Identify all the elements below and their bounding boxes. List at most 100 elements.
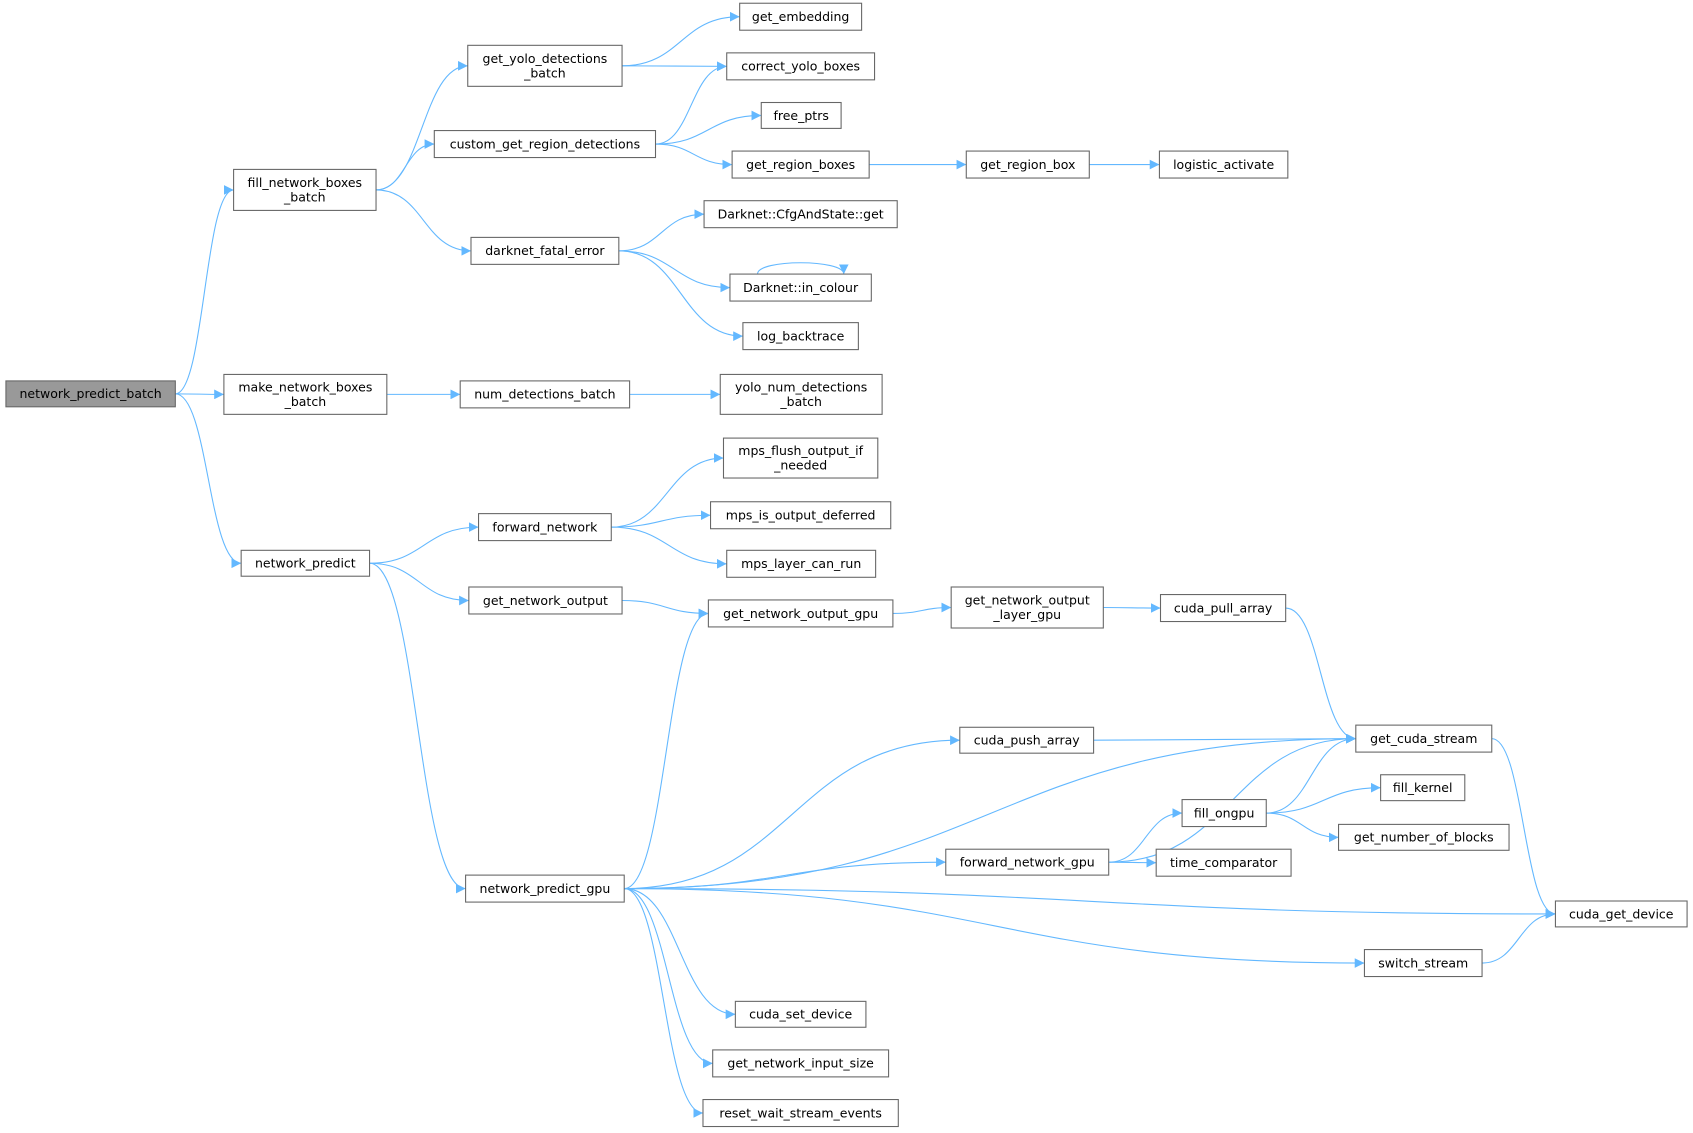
node-mps_layer_can_run[interactable]: mps_layer_can_run: [726, 549, 877, 578]
node-label: get_network_output: [483, 593, 608, 608]
edge-forward_network_gpu-to-fill_ongpu: [1108, 808, 1183, 863]
node-mps_flush_output_if_needed[interactable]: mps_flush_output_if_needed: [722, 437, 879, 479]
node-box: [710, 501, 892, 530]
node-label: get_region_box: [980, 157, 1075, 172]
node-label: get_number_of_blocks: [1354, 830, 1494, 845]
node-custom_get_region_detections[interactable]: custom_get_region_detections: [433, 130, 657, 159]
node-box: [470, 236, 620, 265]
node-free_ptrs[interactable]: free_ptrs: [760, 101, 842, 129]
edge-get_yolo_detections_batch-to-correct_yolo_boxes: [622, 61, 727, 72]
edge-fill_ongpu-to-get_cuda_stream: [1266, 733, 1356, 814]
node-box: [1155, 848, 1292, 877]
node-log_backtrace[interactable]: log_backtrace: [742, 322, 859, 351]
edges-layer: [175, 11, 1556, 1118]
node-cuda_set_device[interactable]: cuda_set_device: [734, 1000, 867, 1028]
node-forward_network_gpu[interactable]: forward_network_gpu: [945, 848, 1110, 876]
node-time_comparator[interactable]: time_comparator: [1155, 848, 1292, 877]
node-get_region_boxes[interactable]: get_region_boxes: [731, 150, 870, 179]
edge-forward_network-to-mps_is_output_deferred: [611, 510, 711, 528]
node-correct_yolo_boxes[interactable]: correct_yolo_boxes: [726, 52, 876, 81]
node-box: [1554, 900, 1688, 928]
node-get_network_output[interactable]: get_network_output: [468, 586, 623, 615]
node-box: [1158, 150, 1289, 179]
node-label: get_embedding: [752, 9, 849, 24]
node-box: [742, 322, 859, 351]
node-label: fill_network_boxes: [248, 175, 363, 190]
node-label: _needed: [773, 458, 827, 473]
node-get_yolo_detections_batch[interactable]: get_yolo_detections_batch: [467, 44, 623, 87]
node-label: get_cuda_stream: [1370, 731, 1477, 746]
edge-get_yolo_detections_batch-to-get_embedding: [622, 11, 740, 67]
node-label: cuda_push_array: [974, 733, 1081, 748]
node-label: log_backtrace: [757, 328, 845, 343]
node-yolo_num_detections_batch[interactable]: yolo_num_detections_batch: [719, 373, 883, 415]
node-cuda_pull_array[interactable]: cuda_pull_array: [1159, 594, 1287, 623]
node-label: free_ptrs: [773, 108, 828, 123]
node-label: network_predict_gpu: [480, 881, 611, 896]
edge-network_predict_gpu-to-switch_stream: [624, 888, 1365, 968]
edge-forward_network-to-mps_flush_output_if_needed: [611, 453, 724, 528]
node-box: [233, 168, 377, 211]
node-label: switch_stream: [1378, 955, 1468, 970]
node-in_colour[interactable]: Darknet::in_colour: [729, 273, 872, 302]
node-label: cuda_set_device: [749, 1007, 852, 1022]
edge-network_predict_gpu-to-forward_network_gpu: [624, 857, 946, 890]
node-network_predict_batch[interactable]: network_predict_batch: [5, 380, 176, 408]
node-box: [468, 586, 623, 615]
edge-darknet_fatal_error-to-in_colour: [618, 250, 730, 293]
node-box: [945, 848, 1110, 876]
edge-fill_network_boxes_batch-to-custom_get_region_detections: [376, 139, 435, 191]
node-fill_ongpu[interactable]: fill_ongpu: [1181, 799, 1267, 828]
node-switch_stream[interactable]: switch_stream: [1363, 949, 1483, 978]
node-get_cuda_stream[interactable]: get_cuda_stream: [1355, 724, 1493, 753]
node-reset_wait_stream_events[interactable]: reset_wait_stream_events: [702, 1099, 899, 1128]
node-get_number_of_blocks[interactable]: get_number_of_blocks: [1338, 823, 1510, 851]
node-label: logistic_activate: [1173, 157, 1274, 172]
node-logistic_activate[interactable]: logistic_activate: [1158, 150, 1289, 179]
edge-network_predict_gpu-to-get_cuda_stream: [624, 733, 1356, 890]
node-get_region_box[interactable]: get_region_box: [965, 150, 1090, 179]
edge-get_network_output_layer_gpu-to-cuda_pull_array: [1103, 603, 1161, 613]
node-fill_kernel[interactable]: fill_kernel: [1380, 774, 1466, 802]
node-cfgandstate_get[interactable]: Darknet::CfgAndState::get: [703, 200, 898, 229]
node-label: make_network_boxes: [238, 379, 372, 394]
node-label: get_region_boxes: [746, 157, 855, 172]
node-num_detections_batch[interactable]: num_detections_batch: [459, 380, 631, 409]
node-mps_is_output_deferred[interactable]: mps_is_output_deferred: [710, 501, 892, 530]
node-box: [223, 373, 388, 415]
node-get_network_input_size[interactable]: get_network_input_size: [712, 1049, 890, 1078]
node-box: [726, 52, 876, 81]
node-box: [459, 380, 631, 409]
node-darknet_fatal_error[interactable]: darknet_fatal_error: [470, 236, 620, 265]
node-get_network_output_gpu[interactable]: get_network_output_gpu: [707, 599, 894, 628]
node-label: get_network_output_gpu: [723, 606, 878, 621]
edge-darknet_fatal_error-to-cfgandstate_get: [618, 209, 705, 252]
node-box: [1380, 774, 1466, 802]
node-box: [240, 549, 371, 577]
edge-darknet_fatal_error-to-log_backtrace: [618, 250, 743, 341]
edge-network_predict-to-forward_network: [369, 522, 479, 564]
node-label: time_comparator: [1170, 855, 1278, 870]
node-get_network_output_layer_gpu[interactable]: get_network_output_layer_gpu: [950, 586, 1104, 629]
edge-in_colour-to-in_colour: [756, 262, 849, 275]
node-get_embedding[interactable]: get_embedding: [739, 2, 863, 31]
node-make_network_boxes_batch[interactable]: make_network_boxes_batch: [223, 373, 388, 415]
node-forward_network[interactable]: forward_network: [478, 513, 612, 542]
node-label: get_yolo_detections: [483, 51, 608, 66]
node-fill_network_boxes_batch[interactable]: fill_network_boxes_batch: [233, 168, 377, 211]
node-label: get_network_input_size: [727, 1056, 874, 1071]
node-label: network_predict: [255, 556, 356, 571]
node-label: fill_ongpu: [1194, 805, 1254, 820]
node-label: _batch: [284, 394, 327, 409]
node-cuda_get_device[interactable]: cuda_get_device: [1554, 900, 1688, 928]
node-label: _batch: [523, 65, 566, 80]
node-box: [1181, 799, 1267, 828]
node-cuda_push_array[interactable]: cuda_push_array: [959, 726, 1095, 754]
node-box: [760, 101, 842, 129]
node-box: [1338, 823, 1510, 851]
node-network_predict_gpu[interactable]: network_predict_gpu: [465, 874, 625, 903]
edge-network_predict_gpu-to-get_network_input_size: [624, 888, 713, 1069]
node-network_predict[interactable]: network_predict: [240, 549, 371, 577]
edge-network_predict-to-get_network_output: [369, 562, 469, 606]
node-label: custom_get_region_detections: [450, 136, 640, 151]
